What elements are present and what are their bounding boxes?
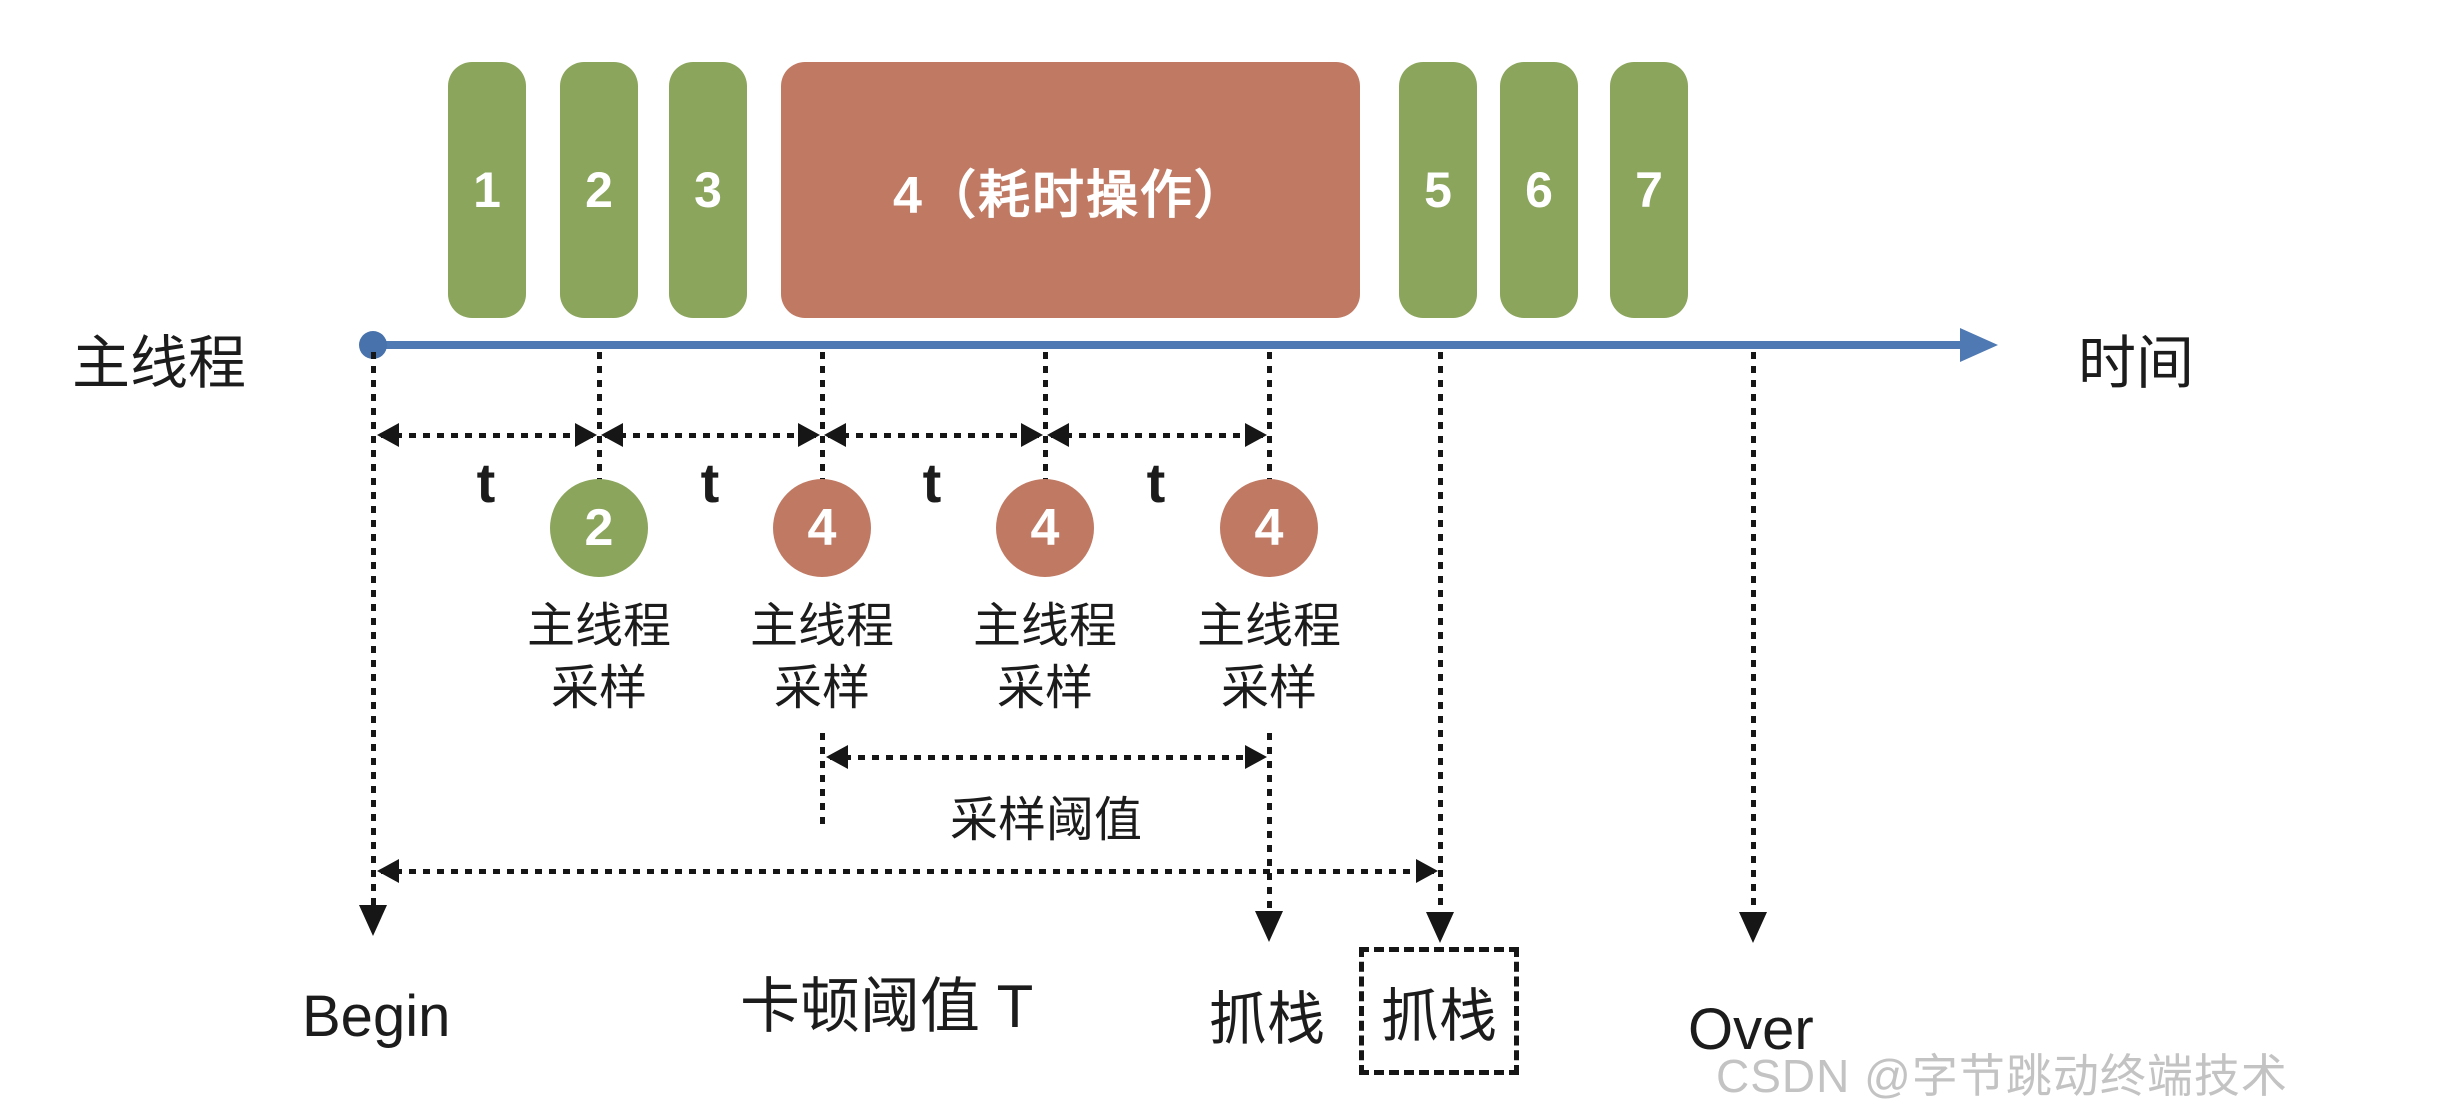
interval-arrow-1 — [377, 423, 597, 447]
sample-caption-3-line2: 采样 — [996, 662, 1093, 715]
interval-arrow-4 — [1047, 423, 1267, 447]
message-block-7: 7 — [1610, 62, 1688, 318]
sampling-threshold-arrow — [826, 745, 1267, 769]
message-block-1: 1 — [448, 62, 526, 318]
sample-caption-2-line2: 采样 — [773, 662, 870, 715]
interval-t-label-3: t — [922, 451, 942, 514]
interval-arrow-3 — [824, 423, 1043, 447]
interval-arrow-2 — [601, 423, 820, 447]
grab-stack-label: 抓栈 — [1208, 987, 1325, 1052]
grab-stack-line-2 — [1438, 352, 1443, 912]
grab-stack-down-arrow-1-icon — [1255, 911, 1283, 942]
sample-tick-line-1 — [597, 352, 602, 497]
sample-caption-2: 主线程 采样 — [712, 596, 932, 720]
interval-t-label-2: t — [700, 451, 720, 514]
main-thread-axis-label: 主线程 — [72, 331, 247, 396]
sample-caption-4-line2: 采样 — [1220, 662, 1317, 715]
over-tick-line — [1751, 352, 1756, 912]
message-block-4-time-consuming: 4（耗时操作） — [781, 62, 1360, 318]
sampling-threshold-start-line — [820, 733, 825, 828]
sample-tick-line-3 — [1043, 352, 1048, 497]
interval-t-label-4: t — [1146, 451, 1166, 514]
interval-t-label-1: t — [476, 451, 496, 514]
sample-caption-4: 主线程 采样 — [1159, 596, 1379, 720]
sample-marker-2: 4 — [773, 479, 871, 577]
begin-tick-line — [371, 352, 376, 905]
message-block-5: 5 — [1399, 62, 1477, 318]
sampling-threshold-label: 采样阈值 — [949, 794, 1142, 847]
sample-marker-4: 4 — [1220, 479, 1318, 577]
sample-marker-1: 2 — [550, 479, 648, 577]
stall-threshold-arrow — [377, 859, 1438, 883]
timeline-axis — [373, 341, 1962, 349]
message-block-2: 2 — [560, 62, 638, 318]
sample-tick-line-4 — [1267, 352, 1272, 497]
sample-caption-1-line2: 采样 — [550, 662, 647, 715]
sample-tick-line-2 — [820, 352, 825, 497]
message-block-6: 6 — [1500, 62, 1578, 318]
sample-caption-1-line1: 主线程 — [526, 600, 671, 653]
grab-stack-line-1 — [1267, 733, 1272, 911]
sample-caption-1: 主线程 采样 — [489, 596, 709, 720]
sample-caption-3-line1: 主线程 — [972, 600, 1117, 653]
grab-stack-boxed-label: 抓栈 — [1359, 947, 1519, 1075]
over-label: Over — [1688, 997, 1814, 1062]
grab-stack-down-arrow-2-icon — [1426, 912, 1454, 943]
sample-caption-4-line1: 主线程 — [1196, 600, 1341, 653]
begin-label: Begin — [302, 984, 451, 1049]
time-axis-label: 时间 — [2078, 331, 2195, 396]
message-block-3: 3 — [669, 62, 747, 318]
timeline-arrowhead-icon — [1960, 328, 1998, 362]
over-down-arrow-icon — [1739, 912, 1767, 943]
sample-caption-2-line1: 主线程 — [749, 600, 894, 653]
sample-caption-3: 主线程 采样 — [935, 596, 1155, 720]
stall-threshold-label: 卡顿阈值 T — [740, 973, 1034, 1040]
sample-marker-3: 4 — [996, 479, 1094, 577]
begin-down-arrow-icon — [359, 905, 387, 936]
csdn-watermark: CSDN @字节跳动终端技术 — [1716, 1050, 2288, 1102]
